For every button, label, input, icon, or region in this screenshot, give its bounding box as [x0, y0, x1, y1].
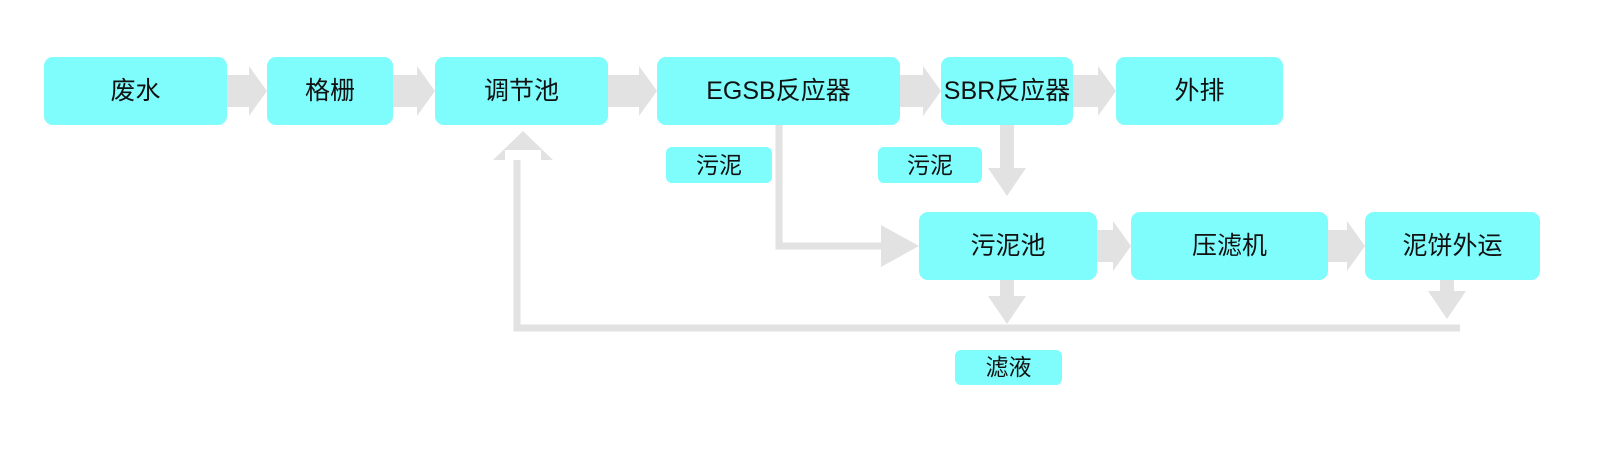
node-grille[interactable]: 格栅 [267, 57, 393, 125]
arrow-sbr-waipai [1073, 66, 1116, 116]
node-discharge[interactable]: 外排 [1116, 57, 1283, 125]
connector-egsb-to-wunichi [775, 125, 919, 267]
node-sbr-reactor[interactable]: SBR反应器 [941, 57, 1073, 125]
connector-sbr-to-wunichi [988, 125, 1026, 196]
node-egsb-reactor[interactable]: EGSB反应器 [657, 57, 900, 125]
node-wastewater[interactable]: 废水 [44, 57, 227, 125]
connector-wunichi-to-return [988, 280, 1026, 324]
connector-filtrate-return [493, 131, 1460, 332]
node-mud-cake-transport[interactable]: 泥饼外运 [1365, 212, 1540, 280]
node-filter-press[interactable]: 压滤机 [1131, 212, 1328, 280]
label-filtrate[interactable]: 滤液 [955, 350, 1062, 385]
arrow-yalvji-nibingwaiyun [1328, 221, 1365, 271]
arrow-tiaojiechi-egsb [608, 66, 657, 116]
arrow-wunichi-yalvji [1097, 221, 1131, 271]
arrow-geshan-tiaojiechi [393, 66, 435, 116]
label-sludge-egsb[interactable]: 污泥 [666, 147, 772, 183]
node-sludge-tank[interactable]: 污泥池 [919, 212, 1097, 280]
label-sludge-sbr[interactable]: 污泥 [878, 147, 982, 183]
connector-nibingwaiyun-to-return [1428, 280, 1466, 319]
node-equalization-tank[interactable]: 调节池 [435, 57, 608, 125]
arrow-feishui-geshan [227, 66, 267, 116]
arrow-egsb-sbr [900, 66, 941, 116]
